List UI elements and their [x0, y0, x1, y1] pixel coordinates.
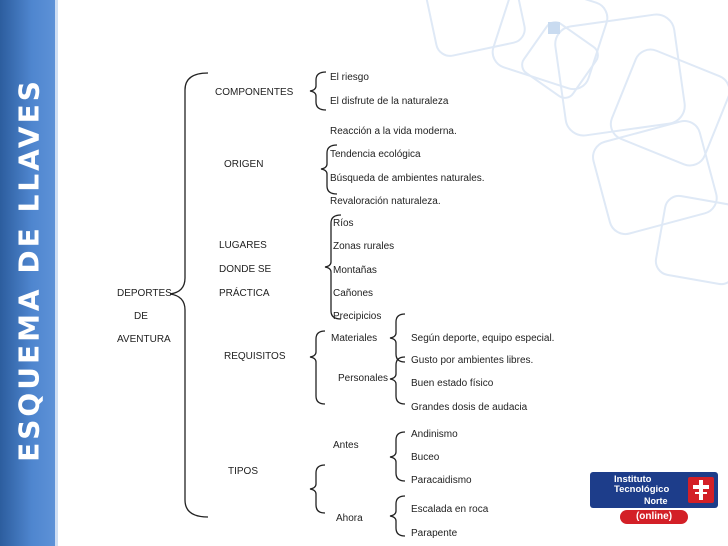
requisitos-materiales: Materiales	[331, 333, 378, 344]
antes-item: Paracaidismo	[411, 475, 472, 486]
origen-brace	[320, 144, 338, 195]
category-lugares-line1: LUGARES	[219, 240, 267, 251]
personales-brace	[389, 356, 406, 405]
ahora-item: Parapente	[411, 528, 458, 539]
lugares-item: Ríos	[333, 218, 354, 229]
lugares-item: Montañas	[333, 265, 377, 276]
origen-item: Reacción a la vida moderna.	[330, 126, 457, 137]
root-label-line1: DEPORTES	[117, 288, 172, 299]
logo-text-line3: Norte	[644, 496, 668, 506]
materiales-brace	[389, 313, 406, 363]
lugares-brace	[324, 214, 342, 320]
antes-brace	[389, 431, 406, 482]
category-requisitos: REQUISITOS	[224, 351, 286, 362]
tipos-ahora: Ahora	[336, 513, 363, 524]
lugares-item: Precipicios	[333, 311, 382, 322]
origen-item: Tendencia ecológica	[330, 149, 421, 160]
institute-logo: Instituto Tecnológico Norte (online)	[590, 472, 718, 526]
tipos-antes: Antes	[333, 440, 359, 451]
ahora-item: Escalada en roca	[411, 504, 489, 515]
category-lugares-line3: PRÁCTICA	[219, 288, 270, 299]
materiales-item: Según deporte, equipo especial.	[411, 333, 555, 344]
origen-item: Búsqueda de ambientes naturales.	[330, 173, 485, 184]
origen-item: Revaloración naturaleza.	[330, 196, 441, 207]
tipos-brace	[309, 464, 326, 514]
logo-text-line1: Instituto	[614, 474, 652, 485]
personales-item: Buen estado físico	[411, 378, 494, 389]
antes-item: Buceo	[411, 452, 440, 463]
personales-item: Grandes dosis de audacia	[411, 402, 528, 413]
requisitos-personales: Personales	[338, 373, 389, 384]
componentes-item: El riesgo	[330, 72, 369, 83]
sidebar-edge	[55, 0, 58, 546]
antes-item: Andinismo	[411, 429, 458, 440]
root-label-line2: DE	[134, 311, 148, 322]
componentes-brace	[309, 71, 327, 111]
lugares-item: Cañones	[333, 288, 374, 299]
root-label-line3: AVENTURA	[117, 334, 171, 345]
personales-item: Gusto por ambientes libres.	[411, 355, 534, 366]
ahora-brace	[389, 495, 406, 537]
logo-cross-icon	[688, 477, 714, 503]
category-lugares-line2: DONDE SE	[219, 264, 272, 275]
componentes-item: El disfrute de la naturaleza	[330, 96, 449, 107]
category-componentes: COMPONENTES	[215, 87, 294, 98]
category-tipos: TIPOS	[228, 466, 259, 477]
lugares-item: Zonas rurales	[333, 241, 395, 252]
sidebar: ESQUEMA DE LLAVES	[0, 0, 58, 546]
category-origen: ORIGEN	[224, 159, 264, 170]
main-brace	[169, 72, 209, 518]
logo-text-line2: Tecnológico	[614, 484, 670, 495]
logo-online-badge: (online)	[620, 510, 688, 524]
requisitos-brace	[309, 330, 326, 405]
